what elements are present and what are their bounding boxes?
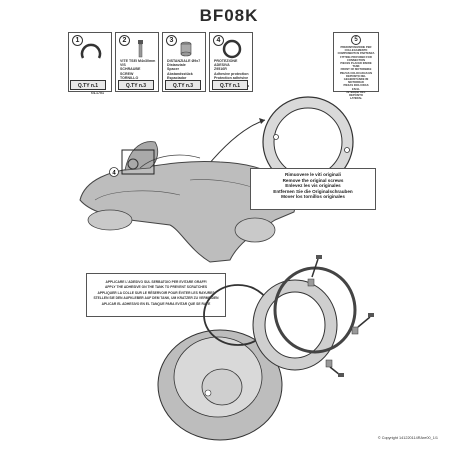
part-box-4: 4 PROTEZIONE ADESIVA Z9516R Adhesive pro… — [209, 32, 253, 92]
spacer-icon — [180, 41, 192, 57]
adhesive-line-es: APLICAR EL ADHESIVO EN EL TANQUE PARA EV… — [101, 301, 211, 306]
caption-line-de: Entfernen Sie die Originalschrauben — [273, 188, 353, 194]
tank-highlight — [121, 149, 155, 175]
part-code-2: VITE TSEI M4x30mm VIS SCHRAUBE SCREW TOR… — [120, 59, 156, 80]
screws — [311, 255, 374, 377]
snap-ring-icon — [80, 43, 102, 59]
info-box: 5 PREDISPOSIZIONE PER COLLEGAMENTO COMPO… — [333, 32, 379, 100]
callout-number: 4 — [112, 171, 116, 177]
adhesive-line-it: APPLICARE L'ADESIVO SUL SERBATOIO PER EV… — [105, 280, 207, 284]
motorbike-illustration: 4 — [79, 96, 354, 263]
caption-line-es: Mover los tornillos originales — [281, 194, 345, 200]
caption-line-en: Remove the original screws — [282, 177, 344, 183]
qty-label-1: Q.TY n.1 — [70, 80, 106, 90]
caption-line-it: Rimuovere le viti originali — [285, 172, 341, 177]
part-number-4: 4 — [213, 35, 224, 46]
part-number-1: 1 — [72, 35, 83, 46]
part-code-3: DISTANZIALE Ø9x7 Distanziale Spacer Abst… — [167, 59, 201, 80]
part-number-3: 3 — [166, 35, 177, 46]
remove-screws-caption: Rimuovere le viti originali Remove the o… — [250, 168, 376, 210]
info-box-number: 5 — [351, 35, 361, 45]
adhesive-line-en: APPLY THE ADHESIVE ON THE TANK TO PREVEN… — [104, 285, 208, 290]
qty-label-2: Q.TY n.3 — [118, 80, 154, 90]
footer-copyright: © Copyright 141220114RAre00_1/1 — [377, 436, 438, 440]
adhesive-ring-icon — [222, 39, 242, 59]
document-title: BF08K — [199, 6, 259, 25]
flange-assembly-illustration — [157, 255, 374, 441]
part-number-2: 2 — [119, 35, 130, 46]
adhesive-line-de: STELLEN SIE DEN AUFKLEBER AUF DEM TANK, … — [93, 296, 219, 301]
adhesive-line-fr: APPLIQUER LA COLLE SUR LE RÉSERVOIR POUR… — [97, 290, 215, 295]
qty-label-4: Q.TY n.1 — [212, 80, 248, 90]
screw-icon — [138, 40, 143, 58]
apply-adhesive-caption: APPLICARE L'ADESIVO SUL SERBATOIO PER EV… — [86, 273, 226, 317]
qty-label-3: Q.TY n.3 — [165, 80, 201, 90]
caption-line-fr: Enlevez les vis originales — [285, 183, 341, 189]
part-code-1: GL1701 — [91, 91, 104, 95]
info-box-text: PREDISPOSIZIONE PER COLLEGAMENTO COMPONE… — [337, 46, 375, 101]
